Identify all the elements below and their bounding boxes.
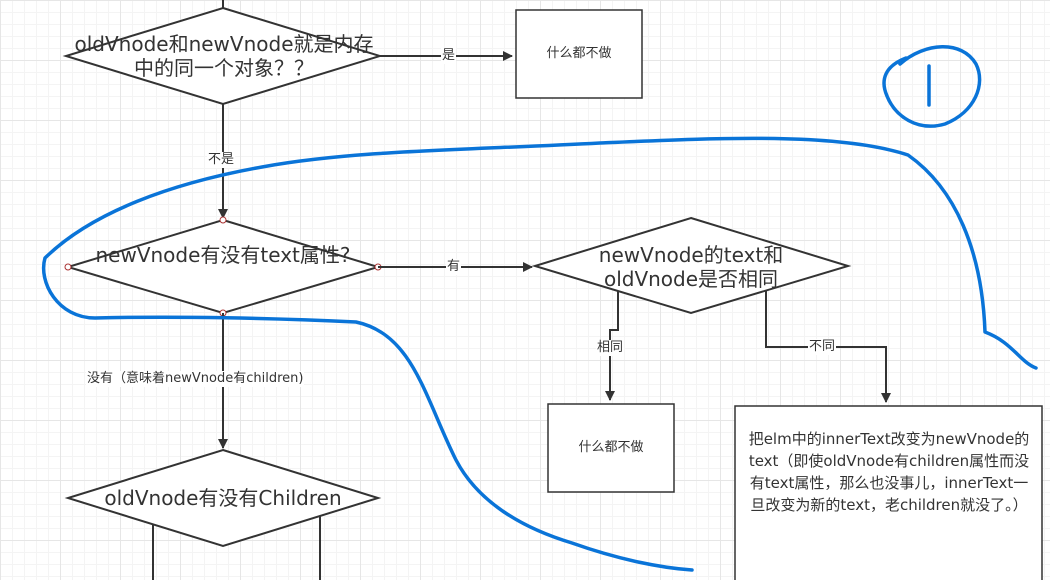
pen-marker-label: 1 [920,70,921,71]
decision-text-same[interactable] [531,216,852,315]
decision-old-has-children[interactable] [64,448,382,548]
edge-no-label: 不是 [207,152,236,168]
edge-has-label: 有 [446,259,462,275]
edge-same-label: 相同 [596,340,625,356]
process-set-inner-text[interactable] [734,405,1043,580]
connection-point-left [64,263,72,271]
connection-point-top [219,216,227,224]
edge-same [605,291,619,401]
pen-circle-annotation [882,45,982,128]
decision-same-object-label: oldVnode和newVnode就是内存中的同一个对象？？ [74,32,374,80]
process-do-nothing-1[interactable] [515,9,643,99]
edge-yes-label: 是 [441,48,457,64]
decision-has-text-label: newVnode有没有text属性? [95,243,351,267]
decision-text-same-label: newVnode的text和oldVnode是否相同 [598,243,784,291]
process-do-nothing-2[interactable] [547,403,675,493]
process-do-nothing-1-label: 什么都不做 [546,46,612,61]
pen-region-outline [42,136,1038,572]
process-set-inner-text-label: 把elm中的innerText改变为newVnode的text（即使oldVno… [748,430,1030,514]
decision-old-has-children-label: oldVnode有没有Children [104,486,342,510]
edge-has-not-label: 没有（意味着newVnode有children) [86,371,305,387]
edge-different-label: 不同 [808,339,837,355]
process-do-nothing-2-label: 什么都不做 [578,440,644,455]
